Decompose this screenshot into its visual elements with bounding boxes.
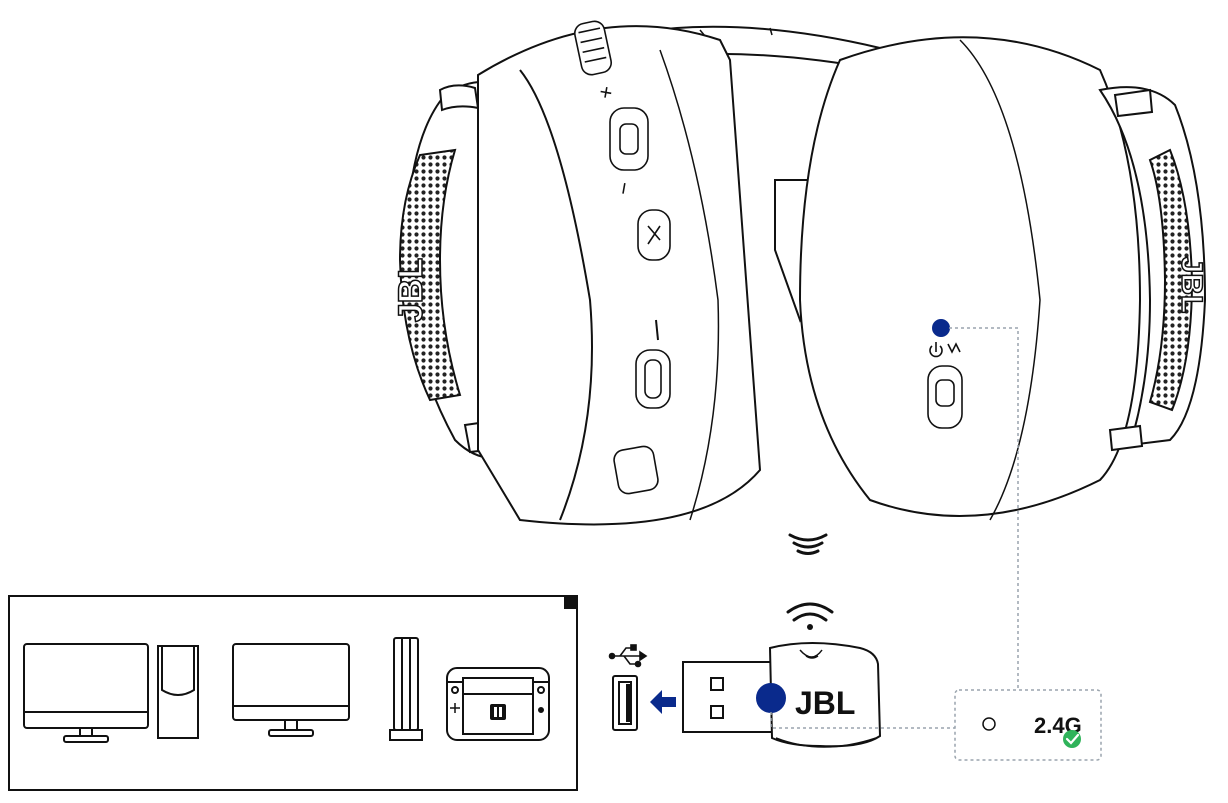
led-connector-line xyxy=(949,327,1019,690)
console-device xyxy=(389,637,423,741)
headset: JBL + − xyxy=(391,20,1209,526)
mac-device xyxy=(232,643,350,737)
power-slider xyxy=(927,365,963,429)
wireless-signal-icon-up xyxy=(786,602,834,630)
volume-plus-label: + xyxy=(592,84,619,101)
dongle-button xyxy=(756,683,786,713)
usb-port xyxy=(612,675,638,731)
usb-c-port xyxy=(635,349,671,409)
status-indicator-ring xyxy=(982,717,996,731)
right-cup-logo: JBL xyxy=(1175,257,1208,314)
volume-slider xyxy=(609,107,649,171)
volume-minus-label: − xyxy=(610,180,637,197)
check-circle-icon xyxy=(1063,730,1081,748)
switch-device xyxy=(446,667,550,741)
mic-jack xyxy=(613,445,659,495)
usb-icon xyxy=(608,644,648,668)
left-side-controls: + − xyxy=(573,20,671,495)
pc-device xyxy=(23,643,199,743)
usb-dongle: JBL xyxy=(682,642,882,748)
status-led xyxy=(932,319,950,337)
dongle-brand: JBL xyxy=(795,685,855,721)
dial-wheel xyxy=(573,20,613,76)
right-ear-cup: JBL xyxy=(798,36,1209,521)
right-speaker-mesh xyxy=(1148,148,1194,412)
status-display: 2.4G xyxy=(954,689,1102,761)
pc-tower xyxy=(157,645,199,739)
arrow-left-icon xyxy=(650,690,676,714)
panel-corner-marker xyxy=(564,597,576,609)
left-cup-logo: JBL xyxy=(392,258,430,322)
wireless-signal-icon-down xyxy=(788,533,828,555)
compatible-devices-panel xyxy=(8,595,578,791)
left-speaker-mesh xyxy=(398,148,462,402)
dongle-connector-line xyxy=(770,712,955,729)
power-pair-icon xyxy=(929,342,961,358)
left-ear-cup: JBL + − xyxy=(391,20,762,526)
